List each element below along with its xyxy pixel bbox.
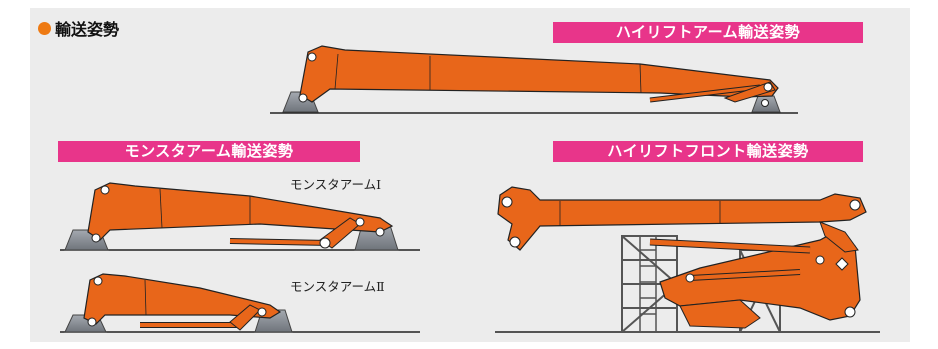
pin-icon <box>844 306 856 318</box>
pin-icon <box>815 255 825 265</box>
pin-icon <box>509 236 521 248</box>
label-monster-arm: モンスタアーム輸送姿勢 <box>58 141 360 162</box>
boom-seam <box>639 63 642 94</box>
label-highlift-arm: ハイリフトアーム輸送姿勢 <box>553 22 863 43</box>
pin-icon <box>319 237 331 249</box>
pin-icon <box>355 217 365 227</box>
arm-boom <box>299 45 779 103</box>
pin-icon <box>257 307 267 317</box>
front-boom <box>497 186 867 251</box>
pin-icon <box>307 52 317 62</box>
arm-bracket <box>819 221 859 253</box>
diamond-marker-icon <box>835 257 849 271</box>
ladder <box>639 236 657 332</box>
pin-icon <box>763 82 773 92</box>
pin-icon <box>298 93 308 103</box>
cylinder <box>229 239 331 245</box>
boom-seam <box>144 279 147 316</box>
pin-icon <box>93 276 103 286</box>
pin-icon <box>375 227 385 237</box>
cylinder <box>649 239 811 253</box>
bullet-dot-icon <box>38 21 51 35</box>
cylinder <box>649 85 761 102</box>
cylinder <box>689 270 801 280</box>
boom-seam <box>159 188 163 229</box>
section-title: 輸送姿勢 <box>38 16 119 40</box>
highlift-arm-figure <box>270 45 798 114</box>
section-title-text: 輸送姿勢 <box>55 20 120 39</box>
highlift-front-figure <box>495 186 880 333</box>
boom-seam <box>334 53 339 90</box>
pin-icon <box>849 199 861 211</box>
caption-monster-arm-1: モンスタアームⅠ <box>290 177 382 192</box>
monster-arm-1-figure <box>60 182 420 251</box>
caption-monster-arm-2: モンスタアームⅡ <box>290 279 385 294</box>
arm-boom <box>87 182 394 241</box>
pin-icon <box>87 317 97 327</box>
lower-bracket <box>679 299 761 329</box>
monster-arm-2-figure <box>60 273 420 333</box>
arm-boom <box>83 273 282 325</box>
pin-icon <box>91 233 101 243</box>
label-highlift-front: ハイリフトフロント輸送姿勢 <box>553 141 863 162</box>
pin-icon <box>761 99 769 107</box>
link-bracket <box>723 81 776 103</box>
pin-icon <box>100 185 110 195</box>
pin-icon <box>685 273 695 283</box>
pin-icon <box>501 196 513 208</box>
